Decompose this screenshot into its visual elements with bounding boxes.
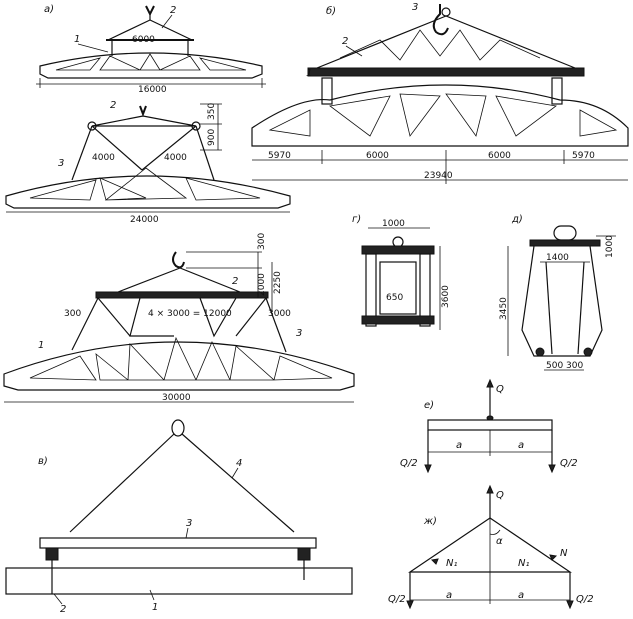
figure-v-callout-4: 4: [236, 458, 242, 469]
figure-zh-label-q2-right: Q/2: [576, 594, 594, 605]
figure-e: е) Q a a Q/2 Q/2: [400, 378, 578, 474]
figure-g-body: [379, 261, 417, 315]
figure-zh-label-n1-right: N₁: [518, 558, 530, 569]
figure-a-callout-1: 1: [74, 34, 80, 45]
figure-zh: ж) Q α N₁ N₁ N a a Q/2 Q/2: [388, 484, 594, 610]
figure-d-shackle: [553, 225, 577, 241]
figure-b-grip-left: [321, 77, 333, 105]
figure-a: а) 6000 1 2 16000: [36, 4, 266, 95]
figure-a2-dim-4000-right: 4000: [164, 153, 187, 163]
figure-b-dim-23940: 23940: [424, 171, 453, 181]
figure-v-callout-2: 2: [60, 604, 66, 615]
figure-a-callout-2: 2: [170, 5, 176, 16]
figure-d-dim-500: 500: [546, 361, 563, 371]
figure-g-letter: г): [352, 214, 361, 225]
figure-zh-label-q2-left: Q/2: [388, 594, 406, 605]
figure-a2-dim-4000-left: 4000: [92, 153, 115, 163]
figure-zh-letter: ж): [423, 516, 437, 527]
figure-e-label-q: Q: [496, 384, 504, 395]
figure-zh-label-n: N: [560, 548, 568, 559]
figure-d-dim-300: 300: [566, 361, 583, 371]
hook-icon: [432, 4, 449, 36]
figure-a3-dim-span: 4 × 3000 = 12000: [148, 309, 232, 319]
figure-b-beam: [307, 67, 585, 77]
figure-zh-label-alpha: α: [496, 536, 503, 547]
figure-b-grip-right: [551, 77, 563, 105]
figure-zh-label-a-right: a: [518, 590, 524, 601]
figure-b-dim-5970-left: 5970: [268, 151, 291, 161]
figure-a-truss: [39, 52, 263, 79]
figure-e-label-a-left: a: [456, 440, 462, 451]
figure-zh-label-q: Q: [496, 490, 504, 501]
figure-a3-callout-1: 1: [38, 340, 44, 351]
figure-a3-callout-3: 3: [296, 328, 302, 339]
figure-a2-dim-900: 900: [207, 129, 217, 146]
figure-g: г) 1000 650 3600: [352, 214, 451, 330]
figure-e-beam: [427, 419, 553, 431]
figure-a3-dim-3000: 3000: [268, 309, 291, 319]
figure-b-dim-6000-right: 6000: [488, 151, 511, 161]
figure-b-callout-2: 2: [342, 36, 348, 47]
figure-a3-dim-2250: 2250: [273, 271, 283, 294]
figure-v-load: [5, 567, 353, 595]
figure-d-body: [521, 245, 603, 357]
figure-a2-dim-24000: 24000: [130, 215, 159, 225]
figure-g-dim-1000: 1000: [382, 219, 405, 229]
figure-a2-sling: [91, 115, 197, 127]
figure-b-callout-1: 1: [306, 68, 312, 79]
figure-zh-label-a-left: a: [446, 590, 452, 601]
figure-a3-callout-2: 2: [232, 276, 238, 287]
figure-v-callout-1: 1: [152, 602, 158, 613]
figure-a3-sling: [117, 267, 241, 293]
figure-e-label-q2-left: Q/2: [400, 458, 418, 469]
figure-d-dim-3450: 3450: [499, 297, 509, 320]
figure-d-letter: д): [511, 214, 523, 225]
figure-v-callout-3: 3: [186, 518, 192, 529]
figure-g-top-beam: [361, 245, 435, 255]
figure-v: в) 4 3 2 1: [5, 419, 353, 615]
figure-d: д) 1000 1400 3450 500 300: [499, 214, 616, 371]
figure-v-sling-left: [69, 433, 175, 533]
figure-v-sling-right: [181, 433, 295, 533]
figure-a2-callout-2: 2: [110, 100, 116, 111]
hook-icon: [172, 251, 185, 269]
figure-g-dim-650: 650: [386, 293, 403, 303]
figure-e-label-a-right: a: [518, 440, 524, 451]
figure-b-dim-5970-right: 5970: [572, 151, 595, 161]
figure-b-dim-6000-left: 6000: [366, 151, 389, 161]
figure-a2-truss: [5, 175, 291, 209]
figure-b-traverse-frame: [311, 15, 581, 71]
figure-a3-dim-300-left: 300: [64, 309, 81, 319]
hook-icon: [139, 105, 147, 117]
figure-a-30000: 2 300 2000 2250 300 4 × 3000 = 12000 300…: [3, 233, 355, 403]
figure-v-letter: в): [38, 456, 48, 467]
figure-a-dim-16000: 16000: [138, 85, 167, 95]
figure-a3-truss: [3, 341, 355, 391]
figure-b-truss: [251, 84, 629, 147]
figure-a2-dim-350: 350: [207, 103, 217, 120]
figure-a-letter: а): [44, 4, 54, 15]
figure-e-letter: е): [424, 400, 434, 411]
figure-a3-dim-2000: 2000: [257, 273, 267, 296]
figure-a3-dim-30000: 30000: [162, 393, 191, 403]
figure-d-dim-1000: 1000: [605, 235, 615, 258]
figure-a3-dim-300: 300: [257, 233, 267, 250]
figure-v-traverse: [39, 537, 317, 549]
hook-icon: [145, 5, 155, 17]
figure-b-letter: б): [326, 5, 336, 17]
figure-d-dim-1400: 1400: [546, 253, 569, 263]
figure-v-ring: [171, 419, 185, 437]
figure-a-24000: 2 4000 4000 3 350 900 24000: [5, 100, 291, 225]
figure-zh-label-n1-left: N₁: [446, 558, 458, 569]
figure-b-callout-3: 3: [412, 2, 418, 13]
figure-a2-callout-3: 3: [58, 158, 64, 169]
figure-b: б) 3 2 1 5970 6000 6000 5970 23940: [251, 2, 629, 184]
figure-a-dim-6000: 6000: [132, 35, 155, 45]
figure-g-dim-3600: 3600: [441, 285, 451, 308]
figure-a3-beam: [95, 291, 269, 299]
figure-e-label-q2-right: Q/2: [560, 458, 578, 469]
